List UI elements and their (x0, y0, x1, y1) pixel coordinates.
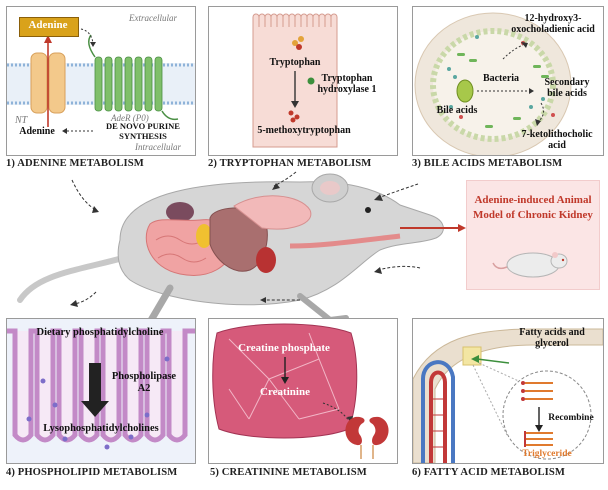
ader-label: AdeR (P0) (111, 113, 149, 123)
intracellular-label: Intracellular (135, 142, 181, 152)
mouse-gallbladder (196, 224, 212, 248)
caption-creatinine: 5) CREATININE METABOLISM (210, 467, 367, 478)
ader-receptor (94, 56, 163, 112)
panel-phospholipid: Dietary phosphatidylcholine Phospholipas… (6, 318, 196, 464)
nt-label: NT (15, 115, 28, 126)
mouse-lung (233, 195, 312, 230)
caption-bile-acids: 3) BILE ACIDS METABOLISM (412, 158, 563, 169)
granule (292, 40, 298, 46)
adenine-diagram (7, 28, 195, 134)
bacteria-cluster (457, 53, 549, 128)
small-mouse-icon (492, 252, 568, 278)
artery (429, 370, 447, 463)
fatty-acid-chains (525, 382, 553, 400)
connector-arrow (71, 179, 97, 211)
panel-creatinine: Creatine phosphate Creatinine (208, 318, 398, 464)
adenine-top-label: Adenine (28, 19, 68, 31)
creatine-phosphate-label: Creatine phosphate (238, 342, 330, 354)
5-methoxytryptophan-label: 5-methoxytryptophan (257, 125, 351, 136)
fatty-acid-diagram (413, 328, 603, 463)
triglyceride-chains (525, 432, 553, 446)
tryptophan-diagram (252, 13, 338, 148)
mouse-esophagus (289, 233, 401, 249)
caption-tryptophan: 2) TRYPTOPHAN METABOLISM (208, 158, 372, 169)
mouse-front-leg (297, 293, 349, 324)
caption-adenine: 1) ADENINE METABOLISM (6, 158, 144, 169)
caption-fatty-acid: 6) FATTY ACID METABOLISM (412, 467, 565, 478)
panel-adenine: Adenine Extracellular NT AdeR (P0) Adeni… (6, 6, 196, 156)
dietary-phosphatidylcholine-label: Dietary phosphatidylcholine (36, 327, 164, 338)
creatinine-diagram (212, 323, 389, 459)
bile-acids-diagram (414, 12, 572, 155)
extracellular-label: Extracellular (129, 13, 177, 23)
fatty-acids-glycerol-label: Fatty acids and glycerol (519, 327, 585, 349)
tryptophan-hydroxylase-label: Tryptophan hydroxylase 1 (317, 73, 377, 95)
mouse-tail (17, 247, 153, 303)
denovo-label: DE NOVO PURINE SYNTHESIS (106, 121, 180, 141)
phospholipid-diagram (7, 319, 195, 463)
adenine-top-box (19, 17, 79, 37)
lysophosphatidylcholines-label: Lysophosphatidylcholines (43, 423, 159, 434)
mouse-kidney (256, 247, 276, 273)
7-ketolithocholic-label: 7-ketolithocholic acid (521, 129, 593, 151)
nt-transporter-left (30, 52, 48, 114)
nt-transporter-right (48, 52, 66, 114)
mouse-intestine (145, 219, 236, 276)
secondary-bile-acids-label: Secondary bile acids (544, 77, 590, 99)
mouse-heart (166, 202, 194, 222)
mouse-liver (209, 207, 268, 272)
12-hydroxy-label: 12-hydroxy3-oxocholadienic acid (511, 13, 595, 35)
panel-fatty-acid: Fatty acids and glycerol Recombine Trigl… (412, 318, 604, 464)
creatinine-label: Creatinine (260, 386, 310, 398)
tryptophan-label: Tryptophan (269, 57, 321, 68)
vein (421, 360, 455, 463)
caption-phospholipid: 4) PHOSPHOLIPID METABOLISM (6, 467, 178, 478)
panel-tryptophan: Tryptophan Tryptophan hydroxylase 1 5-me… (208, 6, 398, 156)
phospholipase-label: Phospholipase A2 (111, 371, 177, 394)
mouse-ear (311, 173, 349, 203)
phospholipase-arrow (81, 363, 109, 417)
mouse-eye (365, 207, 371, 213)
adenine-bottom-label: Adenine (19, 126, 55, 137)
enzyme-dot (307, 77, 315, 85)
triglyceride-label: Triglyceride (522, 449, 572, 459)
bile-acid-blob (456, 79, 474, 103)
bile-acids-label: Bile acids (436, 105, 478, 116)
bacteria-label: Bacteria (482, 73, 520, 84)
mouse-body (117, 181, 444, 306)
kidney-left (345, 416, 365, 446)
ckd-model-title: Adenine-induced Animal Model of Chronic … (473, 194, 593, 221)
ckd-model-box: Adenine-induced Animal Model of Chronic … (466, 180, 600, 290)
kidney-right (369, 416, 389, 446)
panel-bile-acids: 12-hydroxy3-oxocholadienic acid Bacteria… (412, 6, 604, 156)
recombine-label: Recombine (548, 413, 594, 423)
